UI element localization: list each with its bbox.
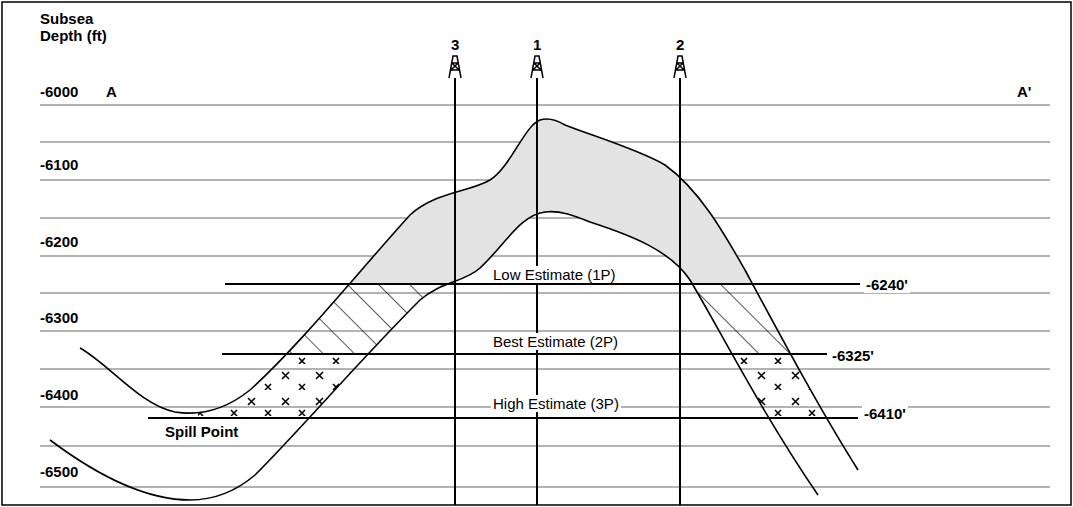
depth-label: -6000 bbox=[38, 83, 80, 100]
estimate-label: Best Estimate (2P) bbox=[491, 333, 620, 350]
gas-fill bbox=[198, 0, 1073, 284]
depth-label: -6200 bbox=[38, 233, 80, 250]
derricks bbox=[449, 56, 686, 78]
depth-label: -6400 bbox=[38, 386, 80, 403]
depth-label: -6300 bbox=[38, 309, 80, 326]
well-number: 1 bbox=[531, 36, 543, 53]
wells bbox=[455, 62, 680, 505]
base-surface bbox=[50, 212, 818, 500]
well-number: 2 bbox=[674, 36, 686, 53]
cross-zone bbox=[198, 354, 1073, 418]
contact-depth: -6410' bbox=[862, 405, 908, 422]
section-end: A' bbox=[1015, 83, 1033, 100]
depth-label: -6100 bbox=[38, 156, 80, 173]
contact-depth: -6240' bbox=[864, 276, 910, 293]
well-number: 3 bbox=[449, 36, 461, 53]
contact-depth: -6325' bbox=[830, 347, 876, 364]
top-surface bbox=[80, 119, 858, 470]
depth-label: -6500 bbox=[38, 463, 80, 480]
estimate-label: Low Estimate (1P) bbox=[491, 266, 618, 283]
spill-point-label: Spill Point bbox=[163, 423, 240, 440]
estimate-lines bbox=[148, 284, 860, 418]
estimate-label: High Estimate (3P) bbox=[491, 395, 621, 412]
hatched-zone bbox=[198, 284, 1073, 354]
section-end: A bbox=[104, 83, 119, 100]
axis-title: Subsea Depth (ft) bbox=[38, 10, 127, 45]
